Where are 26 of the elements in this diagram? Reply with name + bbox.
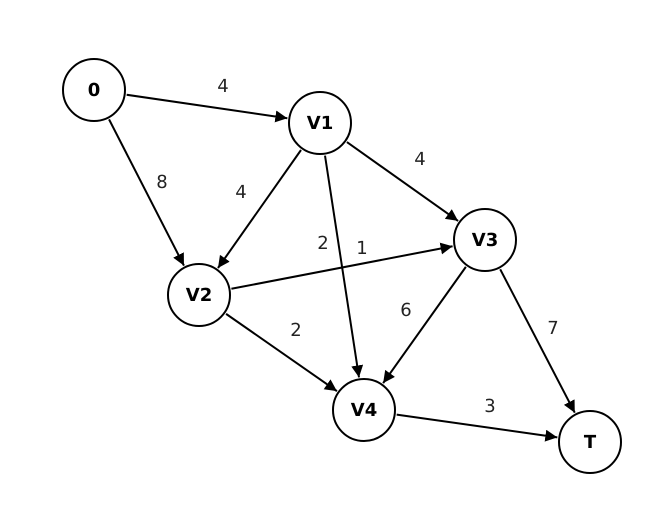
- arrow: [396, 414, 558, 442]
- vertex-label: V4: [350, 400, 378, 420]
- edge-weight: 2: [317, 235, 329, 253]
- edge-weight: 1: [356, 240, 368, 258]
- vertex-label: V2: [186, 284, 212, 306]
- edge-weight: 3: [484, 398, 496, 416]
- arrow: [382, 266, 467, 384]
- arrow: [346, 141, 459, 222]
- arrow: [324, 155, 364, 378]
- edge-weight: 8: [156, 174, 168, 192]
- vertex-label: T: [584, 432, 596, 452]
- edge-weight: 7: [547, 320, 559, 338]
- arrow: [217, 149, 302, 269]
- arrow: [126, 94, 288, 122]
- edge-weight: 6: [400, 302, 412, 320]
- arrow: [231, 242, 453, 290]
- arrow: [108, 118, 185, 266]
- edge-weight: 4: [235, 184, 247, 202]
- edge-weight: 2: [290, 322, 302, 340]
- vertex-label: 0: [88, 80, 100, 100]
- vertex-label: V1: [306, 112, 334, 134]
- arrow: [499, 268, 576, 414]
- edge-weight: 4: [217, 78, 229, 96]
- edge-weight: 4: [414, 151, 426, 169]
- vertex-label: V3: [472, 230, 498, 250]
- arrow: [226, 313, 338, 392]
